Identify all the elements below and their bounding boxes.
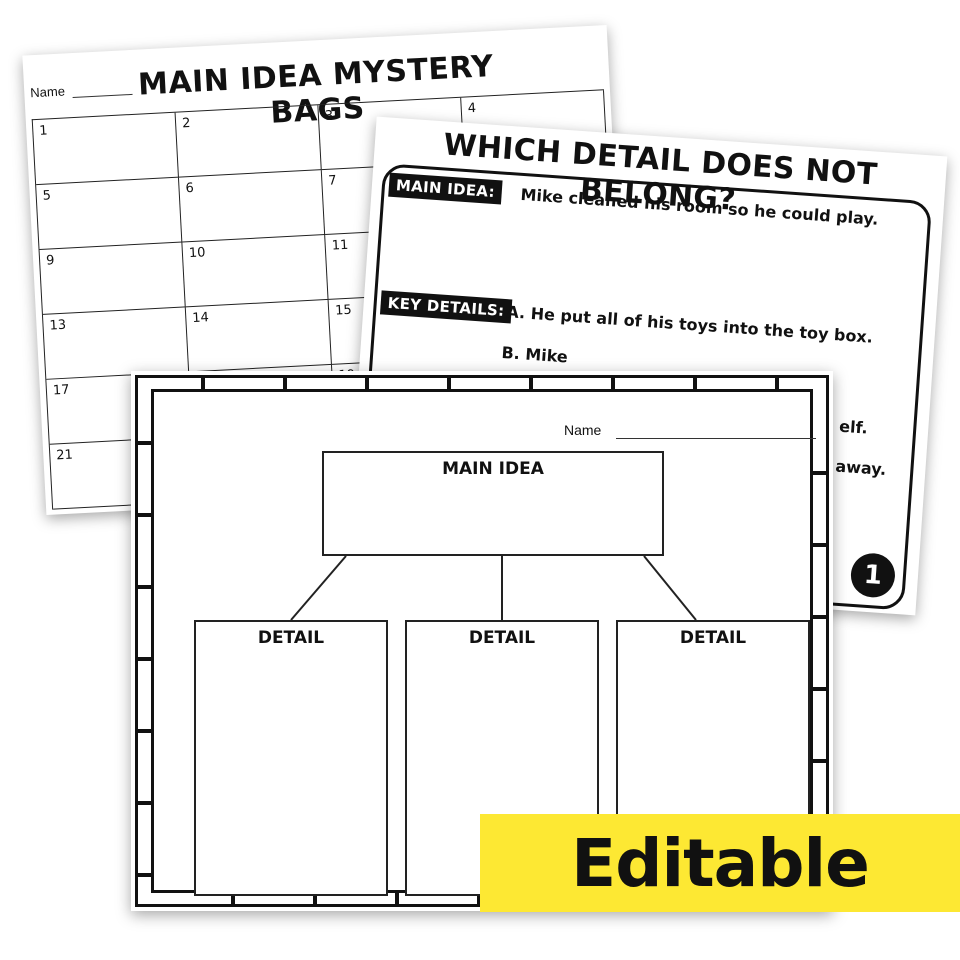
detail-box-3-label: DETAIL (679, 628, 747, 648)
bag-cell[interactable]: 10 (182, 235, 329, 308)
bag-cell[interactable]: 6 (178, 170, 326, 243)
card-number-badge: 1 (849, 551, 897, 599)
border-brick (813, 759, 827, 763)
border-brick (137, 657, 151, 661)
border-brick (775, 377, 779, 391)
border-brick (813, 471, 827, 475)
border-brick (137, 873, 151, 877)
editable-text: Editable (571, 824, 870, 902)
border-brick (395, 891, 399, 905)
bag-cell[interactable]: 14 (185, 299, 332, 373)
bags-name-line (72, 93, 133, 99)
bags-name-label: Name (29, 83, 66, 101)
organizer-frame-inner: Name MAIN IDEA DETAIL DETAIL DETAIL (151, 389, 816, 896)
main-idea-box[interactable]: MAIN IDEA (322, 451, 664, 556)
main-idea-tag: MAIN IDEA: (388, 172, 503, 205)
organizer-name-label: Name (564, 422, 602, 438)
bag-cell[interactable]: 9 (39, 242, 186, 315)
border-brick (137, 729, 151, 733)
organizer-connectors (290, 555, 697, 621)
border-brick (137, 801, 151, 805)
border-brick (231, 891, 235, 905)
border-brick (137, 585, 151, 589)
border-brick (137, 513, 151, 517)
detail-box-2-label: DETAIL (468, 628, 536, 648)
bag-cell[interactable]: 1 (32, 112, 179, 186)
border-brick (813, 543, 827, 547)
border-brick (813, 615, 827, 619)
border-brick (447, 377, 451, 391)
border-brick (365, 377, 369, 391)
detail-box-1-label: DETAIL (257, 628, 325, 648)
bag-cell[interactable]: 13 (42, 307, 190, 380)
border-brick (693, 377, 697, 391)
border-brick (529, 377, 533, 391)
detail-box-1[interactable]: DETAIL (194, 620, 388, 896)
bag-cell[interactable]: 5 (36, 177, 183, 250)
border-brick (813, 687, 827, 691)
connector-left (290, 555, 347, 621)
main-idea-box-label: MAIN IDEA (442, 459, 544, 479)
bag-cell[interactable]: 2 (175, 105, 322, 178)
border-brick (313, 891, 317, 905)
organizer-sheet: Name MAIN IDEA DETAIL DETAIL DETAIL (131, 371, 833, 911)
border-brick (477, 891, 481, 905)
option-a: A. He put all of his toys into the toy b… (505, 302, 874, 347)
editable-banner: Editable (480, 814, 960, 912)
organizer-name-line (616, 438, 816, 439)
option-fragment-1: elf. (838, 416, 869, 438)
key-details-tag: KEY DETAILS: (379, 290, 513, 324)
connector-right (643, 555, 697, 621)
border-brick (201, 377, 205, 391)
border-brick (283, 377, 287, 391)
border-brick (137, 441, 151, 445)
option-b: B. Mike (500, 342, 569, 367)
border-brick (611, 377, 615, 391)
